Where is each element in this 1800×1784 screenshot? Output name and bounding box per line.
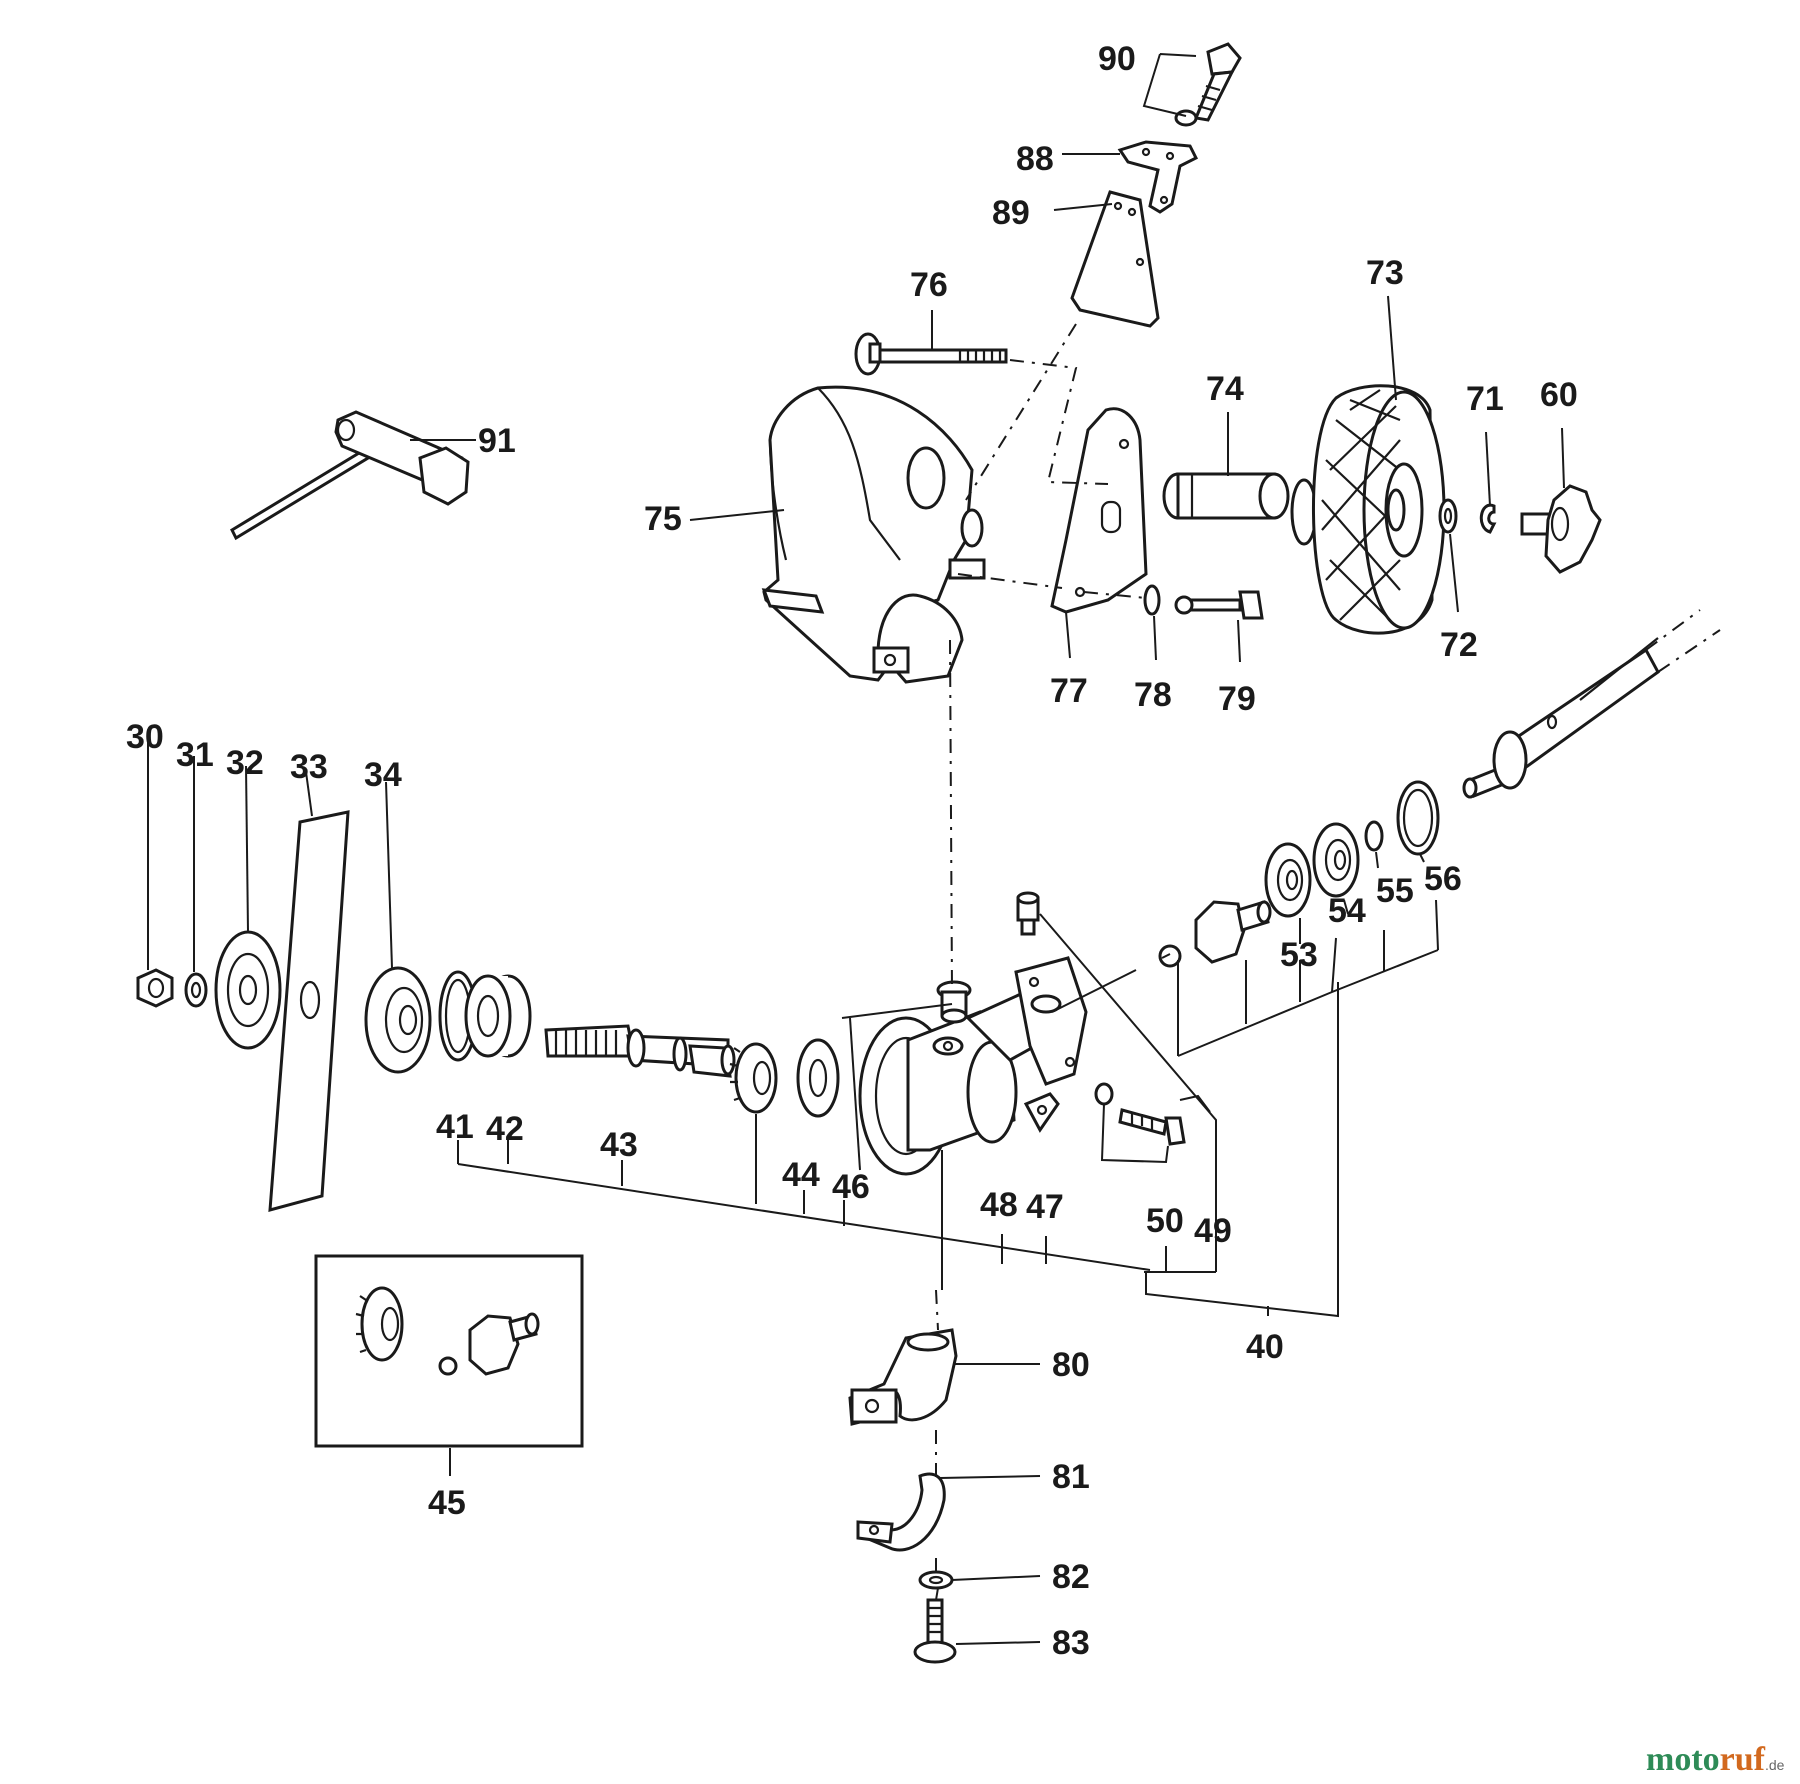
part-73-wheel [1290, 384, 1446, 635]
part-bevel-gear [729, 1042, 778, 1114]
part-46-plug [936, 980, 972, 1024]
callout-54: 54 [1328, 892, 1366, 930]
callout-77: 77 [1050, 672, 1088, 710]
part-53-bearing [1264, 842, 1312, 918]
part-54-bearing [1312, 822, 1360, 898]
part-60-knob [1520, 484, 1602, 574]
callout-75: 75 [644, 500, 682, 538]
part-82-washer [918, 1570, 954, 1590]
part-50-screw [1094, 1082, 1186, 1146]
callout-72: 72 [1440, 626, 1478, 664]
part-76-bolt [854, 332, 1008, 376]
callout-44: 44 [782, 1156, 820, 1194]
callout-46: 46 [832, 1168, 870, 1206]
callout-80: 80 [1052, 1346, 1090, 1384]
part-77-plate [1050, 407, 1148, 614]
callout-73: 73 [1366, 254, 1404, 292]
watermark-part1: moto [1646, 1741, 1720, 1778]
callout-90: 90 [1098, 40, 1136, 78]
part-88-bracket [1117, 140, 1199, 214]
watermark-logo: motoruf.de [1646, 1741, 1785, 1778]
callout-56: 56 [1424, 860, 1462, 898]
watermark-part2: ruf [1720, 1741, 1766, 1778]
part-72-washer [1438, 498, 1458, 534]
part-80-clamp [848, 1328, 958, 1426]
part-44-bearing [796, 1038, 840, 1118]
callout-33: 33 [290, 748, 328, 786]
assembly-lines [935, 323, 1211, 1601]
leader-lines [147, 53, 1565, 1645]
callout-43: 43 [600, 1126, 638, 1164]
callout-91: 91 [478, 422, 516, 460]
part-34-cup [364, 966, 432, 1074]
callout-48: 48 [980, 1186, 1018, 1224]
part-78-washer [1143, 584, 1161, 616]
svg-text:motoruf.de: motoruf.de [1646, 1741, 1785, 1778]
part-79-screw [1174, 590, 1264, 620]
watermark-suffix: .de [1765, 1757, 1785, 1773]
callout-88: 88 [1016, 140, 1054, 178]
callout-labels: 90 88 89 76 73 74 71 60 91 75 72 77 78 7… [126, 40, 1578, 1662]
callout-45: 45 [428, 1484, 466, 1522]
part-83-screw [913, 1598, 957, 1664]
callout-74: 74 [1206, 370, 1244, 408]
callout-76: 76 [910, 266, 948, 304]
callout-78: 78 [1134, 676, 1172, 714]
callout-53: 53 [1280, 936, 1318, 974]
callout-82: 82 [1052, 1558, 1090, 1596]
part-74-axle [1162, 472, 1290, 520]
part-71-clip [1479, 503, 1497, 534]
part-30-nut [136, 968, 174, 1008]
callout-50: 50 [1146, 1202, 1184, 1240]
callout-31: 31 [176, 736, 214, 774]
callout-83: 83 [1052, 1624, 1090, 1662]
callout-41: 41 [436, 1108, 474, 1146]
part-81-clamp [856, 1472, 946, 1552]
part-75-guard [761, 385, 986, 684]
callout-55: 55 [1376, 872, 1414, 910]
callout-60: 60 [1540, 376, 1578, 414]
callout-34: 34 [364, 756, 402, 794]
part-47-clip [1023, 1092, 1060, 1133]
part-49-screw [1016, 891, 1040, 936]
part-drive-tube [1462, 609, 1721, 799]
part-91-wrench [230, 410, 470, 541]
part-90-screw [1174, 42, 1242, 127]
callout-42: 42 [486, 1110, 524, 1148]
callout-71: 71 [1466, 380, 1504, 418]
part-pinion-gear [1158, 900, 1272, 968]
part-89-plate [1070, 190, 1160, 328]
part-42-bearing [464, 974, 532, 1058]
callout-47: 47 [1026, 1188, 1064, 1226]
callout-89: 89 [992, 194, 1030, 232]
callout-32: 32 [226, 744, 264, 782]
callout-81: 81 [1052, 1458, 1090, 1496]
part-32-flange [214, 930, 282, 1050]
callout-40: 40 [1246, 1328, 1284, 1366]
part-31-washer [184, 972, 208, 1008]
part-33-blade [268, 810, 350, 1213]
part-43-shaft [544, 1024, 736, 1078]
part-48-gear-housing [858, 956, 1088, 1176]
part-55-ring [1364, 820, 1384, 852]
callout-30: 30 [126, 718, 164, 756]
part-56-circlip [1396, 780, 1440, 856]
callout-49: 49 [1194, 1212, 1232, 1250]
part-45-gear-set [314, 1254, 584, 1448]
callout-79: 79 [1218, 680, 1256, 718]
